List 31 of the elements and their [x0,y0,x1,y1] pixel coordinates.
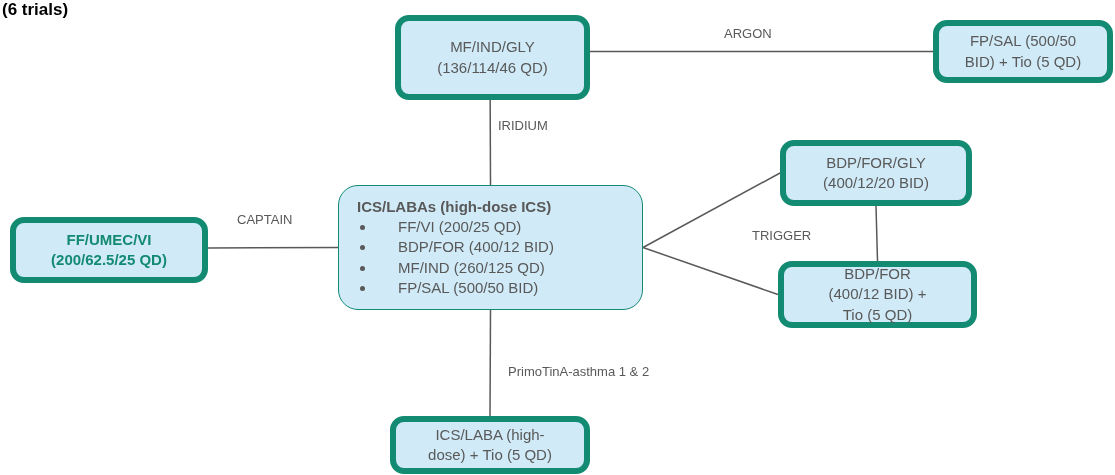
list-item: FP/SAL (500/50 BID) [398,277,539,298]
list-item: MF/IND (260/125 QD) [398,257,545,278]
box-text: MF/IND/GLY (136/114/46 QD) [436,37,549,78]
title: (6 trials) [2,0,69,20]
edge-label: CAPTAIN [235,212,295,227]
trial-arm-box [338,185,643,310]
box-text: FF/UMEC/VI (200/62.5/25 QD) [50,229,168,270]
trial-arm-box [390,416,590,474]
connector-line [589,50,934,53]
trial-arm-box [780,140,972,206]
box-heading: ICS/LABAs (high-dose ICS) [357,196,552,217]
trial-arm-box [778,261,977,328]
box-text: BDP/FOR/GLY (400/12/20 BID) [822,152,930,193]
edge-label: PrimoTinA-asthma 1 & 2 [506,364,652,379]
connector-line [489,99,492,186]
trial-arm-box [933,20,1113,83]
connector-line [489,309,492,417]
connector-line [207,246,339,249]
connector-line [642,246,779,296]
box-text: ICS/LABA (high-dose) + Tio (5 QD) [428,424,552,465]
edge-label: ARGON [722,26,774,41]
box-text: FP/SAL (500/50 BID) + Tio (5 QD) [963,31,1083,72]
edge-label: IRIDIUM [496,118,550,133]
trial-label: TRIGGER [750,228,814,243]
list-item: BDP/FOR (400/12 BID) [398,237,554,258]
list-item: FF/VI (200/25 QD) [398,217,522,238]
trial-arm-box [395,15,590,100]
box-text: BDP/FOR (400/12 BID) + Tio (5 QD) [827,264,928,325]
connector-line [875,205,879,262]
connector-line [642,172,781,249]
trial-arm-box [10,217,208,283]
